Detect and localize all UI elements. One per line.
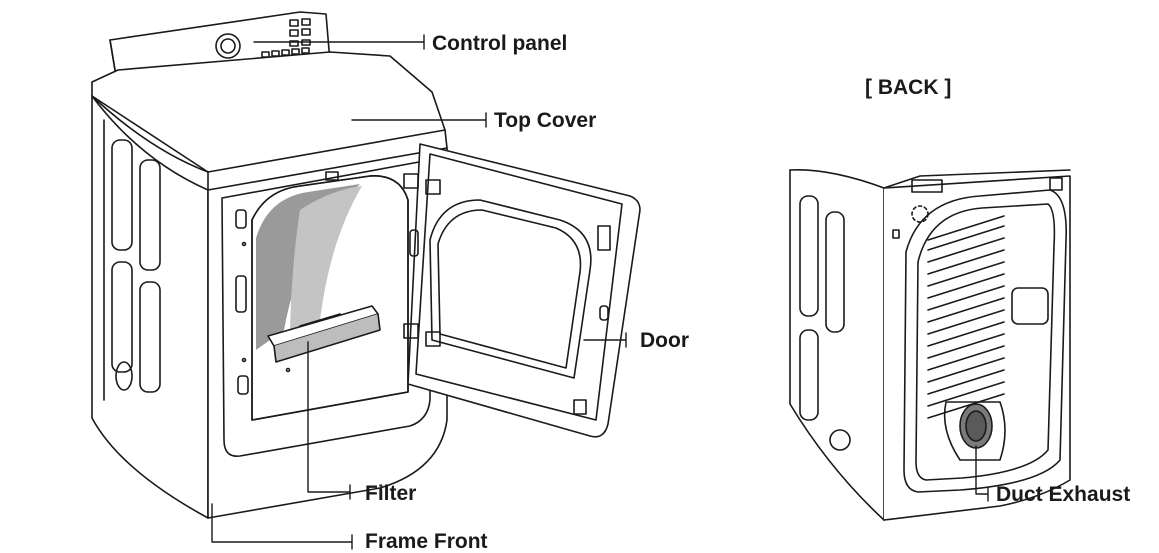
leader-duct-exhaust: [975, 445, 989, 502]
dryer-back-view: [789, 169, 1071, 521]
leader-lines: [211, 34, 989, 550]
label-door: Door: [640, 329, 689, 352]
door: [403, 143, 641, 438]
dryer-front-view: [91, 11, 448, 519]
leader-top-cover: [351, 112, 487, 128]
duct-exhaust: [943, 401, 1006, 461]
vent-louvers: [927, 215, 1005, 419]
label-duct-exhaust: Duct Exhaust: [996, 483, 1131, 506]
label-filter: Filter: [365, 482, 417, 505]
leader-filter: [307, 341, 351, 500]
leader-frame-front: [211, 503, 353, 550]
label-frame-front: Frame Front: [365, 530, 488, 553]
leader-control-panel: [253, 34, 425, 50]
top-cover: [91, 51, 446, 173]
label-control-panel: Control panel: [432, 32, 568, 55]
control-knob: [215, 33, 241, 59]
back-view-title: [ BACK ]: [865, 76, 952, 99]
leader-door: [583, 332, 627, 348]
lint-filter: [267, 305, 381, 363]
label-top-cover: Top Cover: [494, 109, 597, 132]
